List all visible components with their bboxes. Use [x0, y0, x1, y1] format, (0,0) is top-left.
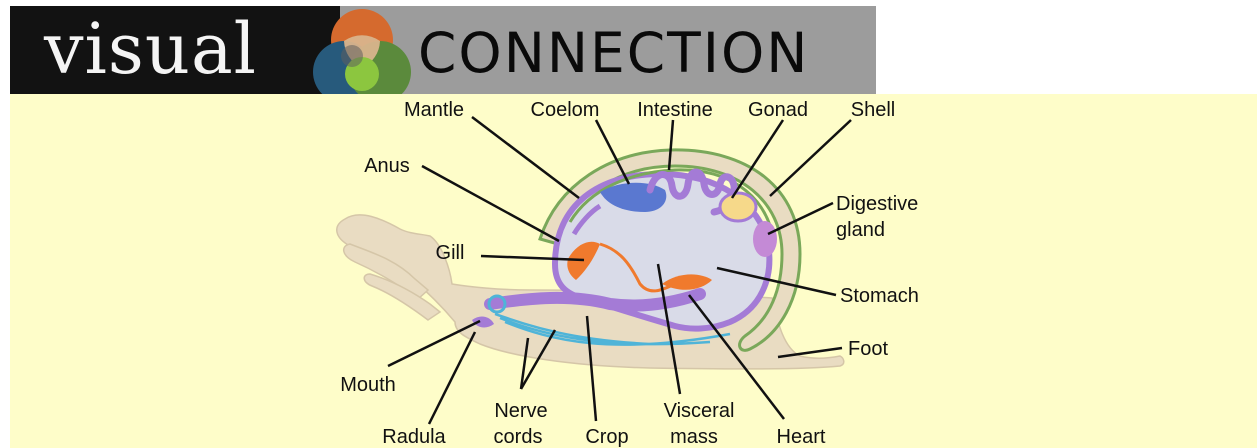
label-stomach: Stomach [840, 285, 919, 307]
label-gill: Gill [436, 242, 465, 264]
label-coelom: Coelom [531, 99, 600, 121]
label-crop: Crop [585, 426, 628, 448]
label-foot: Foot [848, 338, 888, 360]
diagram-panel: Mantle Coelom Intestine Gonad Shell Anus… [10, 94, 1257, 448]
label-visceral-line2: mass [670, 426, 718, 448]
label-nerve-line2: cords [494, 426, 543, 448]
label-radula: Radula [382, 426, 446, 448]
label-intestine: Intestine [637, 99, 713, 121]
label-digestive-line2: gland [836, 219, 885, 241]
label-gonad: Gonad [748, 99, 808, 121]
banner-visual-text: visual [44, 6, 257, 94]
label-visceral-line1: Visceral [664, 400, 735, 422]
label-heart: Heart [777, 426, 826, 448]
digestive-gland-organ [753, 221, 777, 257]
snail-anatomy-diagram: Mantle Coelom Intestine Gonad Shell Anus… [10, 94, 1257, 448]
label-mantle: Mantle [404, 99, 464, 121]
label-shell: Shell [851, 99, 895, 121]
venn-logo-icon [300, 6, 420, 94]
label-digestive-line1: Digestive [836, 193, 918, 215]
gonad-organ [720, 193, 756, 221]
label-mouth: Mouth [340, 374, 396, 396]
visual-connection-banner: visual CONNECTION [10, 6, 876, 94]
label-nerve-line1: Nerve [494, 400, 547, 422]
label-anus: Anus [364, 155, 410, 177]
banner-connection-text: CONNECTION [418, 20, 809, 86]
